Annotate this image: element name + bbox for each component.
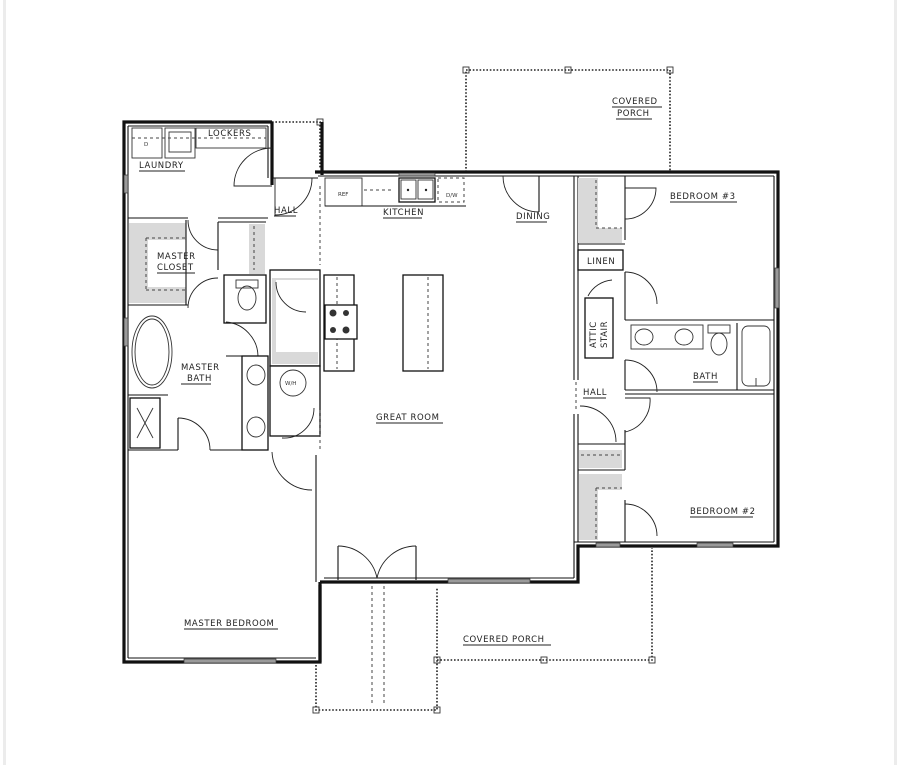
dining-label: DINING — [516, 212, 550, 222]
master-toilet-room — [223, 274, 267, 357]
kitchen-label: KITCHEN — [383, 208, 424, 218]
windows — [123, 172, 780, 664]
master-closet-label-1: MASTER — [157, 252, 196, 262]
dryer-label: D — [144, 142, 148, 148]
lockers-label: LOCKERS — [208, 129, 252, 139]
rear-porch-label: COVERED PORCH — [612, 97, 662, 120]
front-porch: COVERED PORCH — [463, 635, 551, 646]
hall-right: HALL — [578, 388, 651, 445]
front-porch-label: COVERED PORCH — [463, 635, 545, 645]
master-bath-label-1: MASTER — [181, 363, 220, 373]
bedroom-2-label: BEDROOM #2 — [690, 507, 756, 517]
rear-covered-porch — [462, 66, 674, 172]
laundry-room: D LOCKERS LAUNDRY — [128, 126, 273, 219]
master-closet-label-2: CLOSET — [157, 263, 194, 273]
attic-label: ATTIC — [589, 321, 599, 348]
front-covered-porch — [312, 548, 656, 714]
attic-stair: ATTIC STAIR — [584, 271, 658, 359]
bedroom-3-label: BEDROOM #3 — [670, 192, 736, 202]
master-closet: MASTER CLOSET — [128, 219, 266, 309]
bedroom-3: BEDROOM #3 — [578, 178, 737, 245]
hall-top-label: HALL — [274, 206, 298, 216]
kitchen: REF D/W KITCHEN — [323, 177, 466, 372]
rear-porch-label-2: PORCH — [617, 109, 650, 119]
water-heater-label: W/H — [285, 381, 296, 387]
refrigerator-label: REF — [338, 192, 348, 198]
linen-closet: LINEN — [577, 249, 624, 271]
dining: DINING — [502, 175, 550, 223]
bedroom-2: BEDROOM #2 — [578, 450, 756, 540]
hall-bath: BATH — [624, 323, 771, 393]
laundry-porch-dotted — [272, 118, 324, 168]
master-bedroom-label: MASTER BEDROOM — [184, 619, 274, 629]
great-room: GREAT ROOM — [337, 413, 443, 580]
great-room-label: GREAT ROOM — [376, 413, 440, 423]
linen-label: LINEN — [587, 257, 615, 267]
master-bath: MASTER BATH — [128, 315, 269, 451]
master-bedroom: MASTER BEDROOM — [184, 455, 317, 630]
master-bath-label-2: BATH — [187, 374, 212, 384]
hall-right-label: HALL — [583, 388, 607, 398]
hall-top: HALL — [272, 177, 321, 265]
exterior-walls — [122, 120, 780, 664]
pantry-wh: W/H — [269, 269, 321, 491]
rear-porch-label-1: COVERED — [612, 97, 658, 107]
frame-border-left — [3, 0, 6, 765]
frame-border-right — [894, 0, 897, 765]
laundry-label: LAUNDRY — [139, 161, 184, 171]
bath-label: BATH — [693, 372, 718, 382]
dishwasher-label: D/W — [446, 193, 458, 199]
stair-label: STAIR — [600, 321, 610, 348]
